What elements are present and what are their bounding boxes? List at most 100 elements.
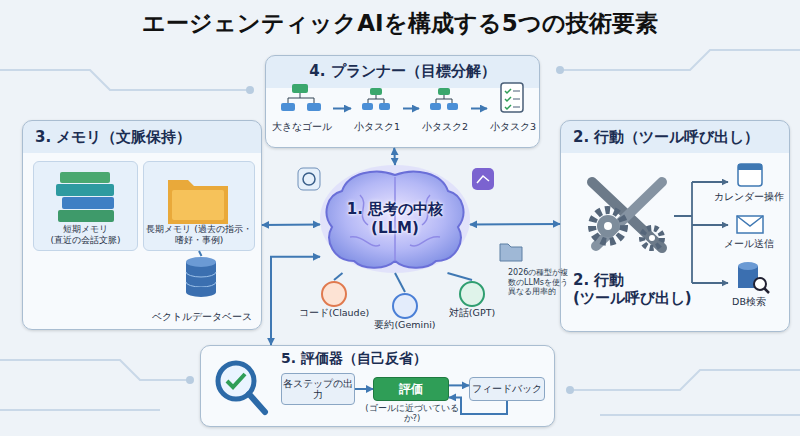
note-text: 2026の種型が複数のLLMsを使う異なる用率的 (508, 268, 572, 297)
circuit-line (600, 414, 800, 416)
connector (199, 251, 202, 256)
model-node: 対話(GPT) (438, 280, 506, 322)
subtask-icon (368, 95, 384, 103)
circuit-line (560, 50, 800, 70)
database-node: ベクトルデータベース (149, 256, 254, 326)
evaluator-panel: 5. 評価器（自己反省） 各ステップの出力 評価 (ゴールに近づいているか?) フィード… (200, 345, 555, 427)
connector (403, 108, 419, 110)
tool-branch (692, 282, 728, 284)
tool-label: メール送信 (724, 238, 774, 251)
tool-node: メール送信 (713, 211, 785, 253)
panel-heading: 2. 行動（ツール呼び出し） (573, 128, 759, 147)
feedback-label: フィードバック (472, 383, 542, 396)
database-icon (186, 262, 216, 292)
checklist-icon (505, 89, 511, 109)
folder-icon (172, 190, 224, 220)
model-node: コード(Claude) (298, 280, 370, 322)
calendar-icon (738, 164, 762, 170)
connector (471, 108, 487, 110)
db-icon (764, 288, 769, 293)
circuit-dot (246, 86, 254, 94)
panel-subheading: 2. 行動 (ツール呼び出し) (573, 271, 713, 307)
memory-label: 長期メモリ (過去の指示・嗜好・事例) (144, 224, 254, 246)
tool-node: DB検索 (713, 259, 785, 311)
subtask-icon (447, 103, 458, 110)
memory-panel: 3. メモリ（文脈保持） 短期メモリ (直近の会話文脈) 長期メモリ (過去の指示・… (22, 120, 262, 330)
wrench-icon (592, 182, 662, 248)
feedback-box: フィードバック (469, 377, 545, 401)
connector (470, 223, 560, 226)
connector (355, 388, 373, 390)
check-mark (227, 374, 245, 387)
tool-branch (674, 182, 692, 283)
connector (271, 257, 320, 345)
circuit-dot (556, 66, 564, 74)
goal-icon (292, 84, 308, 93)
mail-icon (737, 216, 763, 233)
goal-node: 大きなゴール (271, 81, 333, 136)
goal-icon (288, 93, 314, 103)
panel-heading: 3. メモリ（文脈保持） (35, 128, 191, 147)
connector (333, 108, 351, 110)
book-icon (62, 197, 114, 209)
gpt-icon (460, 282, 484, 306)
wrench-icon (596, 182, 662, 246)
model-node: 要約(Gemini) (368, 292, 442, 334)
process-label: 各ステップの出力 (282, 378, 354, 401)
brain-shape (327, 172, 464, 268)
evaluate-label: 評価 (399, 381, 423, 398)
panel-heading: 5. 評価器（自己反省） (281, 350, 427, 368)
gear-icon (592, 210, 624, 242)
circuit-line (0, 70, 250, 90)
connector (448, 273, 473, 280)
subtask-icon (362, 103, 373, 110)
db-icon (738, 266, 758, 288)
model-label: 要約(Gemini) (374, 319, 435, 332)
database-icon (186, 272, 216, 287)
goal-icon (281, 103, 295, 111)
model-label: 対話(GPT) (449, 307, 495, 320)
checklist-icon (513, 91, 520, 107)
model-icon (298, 168, 320, 190)
tool-label: DB検索 (732, 296, 766, 309)
task-label: 小タスク3 (490, 121, 536, 134)
book-icon (60, 172, 110, 183)
panel-heading: 4. プランナー（目標分解） (309, 62, 495, 81)
calendar-icon (738, 164, 762, 186)
mail-icon (737, 216, 763, 226)
circuit-line (0, 360, 190, 380)
goal-icon (307, 103, 321, 111)
model-label: コード(Claude) (299, 307, 369, 320)
task-node: 小タスク3 (487, 81, 539, 136)
model-icon (477, 176, 489, 183)
connector (449, 384, 469, 386)
connector (334, 273, 343, 280)
memory-card: 短期メモリ (直近の会話文脈) (33, 161, 138, 251)
model-icon (303, 173, 315, 185)
memory-card: 長期メモリ (過去の指示・嗜好・事例) (143, 161, 255, 251)
evaluate-note: (ゴールに近づいているか?) (362, 404, 462, 424)
gear-icon (649, 235, 655, 241)
subtask-icon (370, 88, 382, 95)
connector (395, 273, 405, 292)
task-label: 小タスク2 (422, 121, 468, 134)
circuit-dot (186, 376, 194, 384)
circuit-line (0, 409, 160, 411)
book-icon (56, 184, 114, 196)
magnifier-icon (218, 363, 254, 399)
circuit-dot (566, 386, 574, 394)
core-label: 1. 思考の中核 (LLM) (335, 200, 455, 238)
gear-icon (642, 228, 662, 248)
connector (393, 148, 396, 165)
planner-panel: 4. プランナー（目標分解）大きなゴール小タスク1 小タスク2 小タスク3 (265, 55, 540, 148)
magnifier-icon (249, 394, 265, 412)
database-icon (186, 287, 216, 297)
memory-label: 短期メモリ (直近の会話文脈) (34, 224, 137, 246)
model-icon (472, 168, 494, 190)
process-box: 各ステップの出力 (281, 373, 355, 405)
claude-icon (322, 282, 346, 306)
task-node: 小タスク1 (351, 81, 403, 136)
subtask-icon (379, 103, 390, 110)
db-icon (738, 262, 758, 270)
